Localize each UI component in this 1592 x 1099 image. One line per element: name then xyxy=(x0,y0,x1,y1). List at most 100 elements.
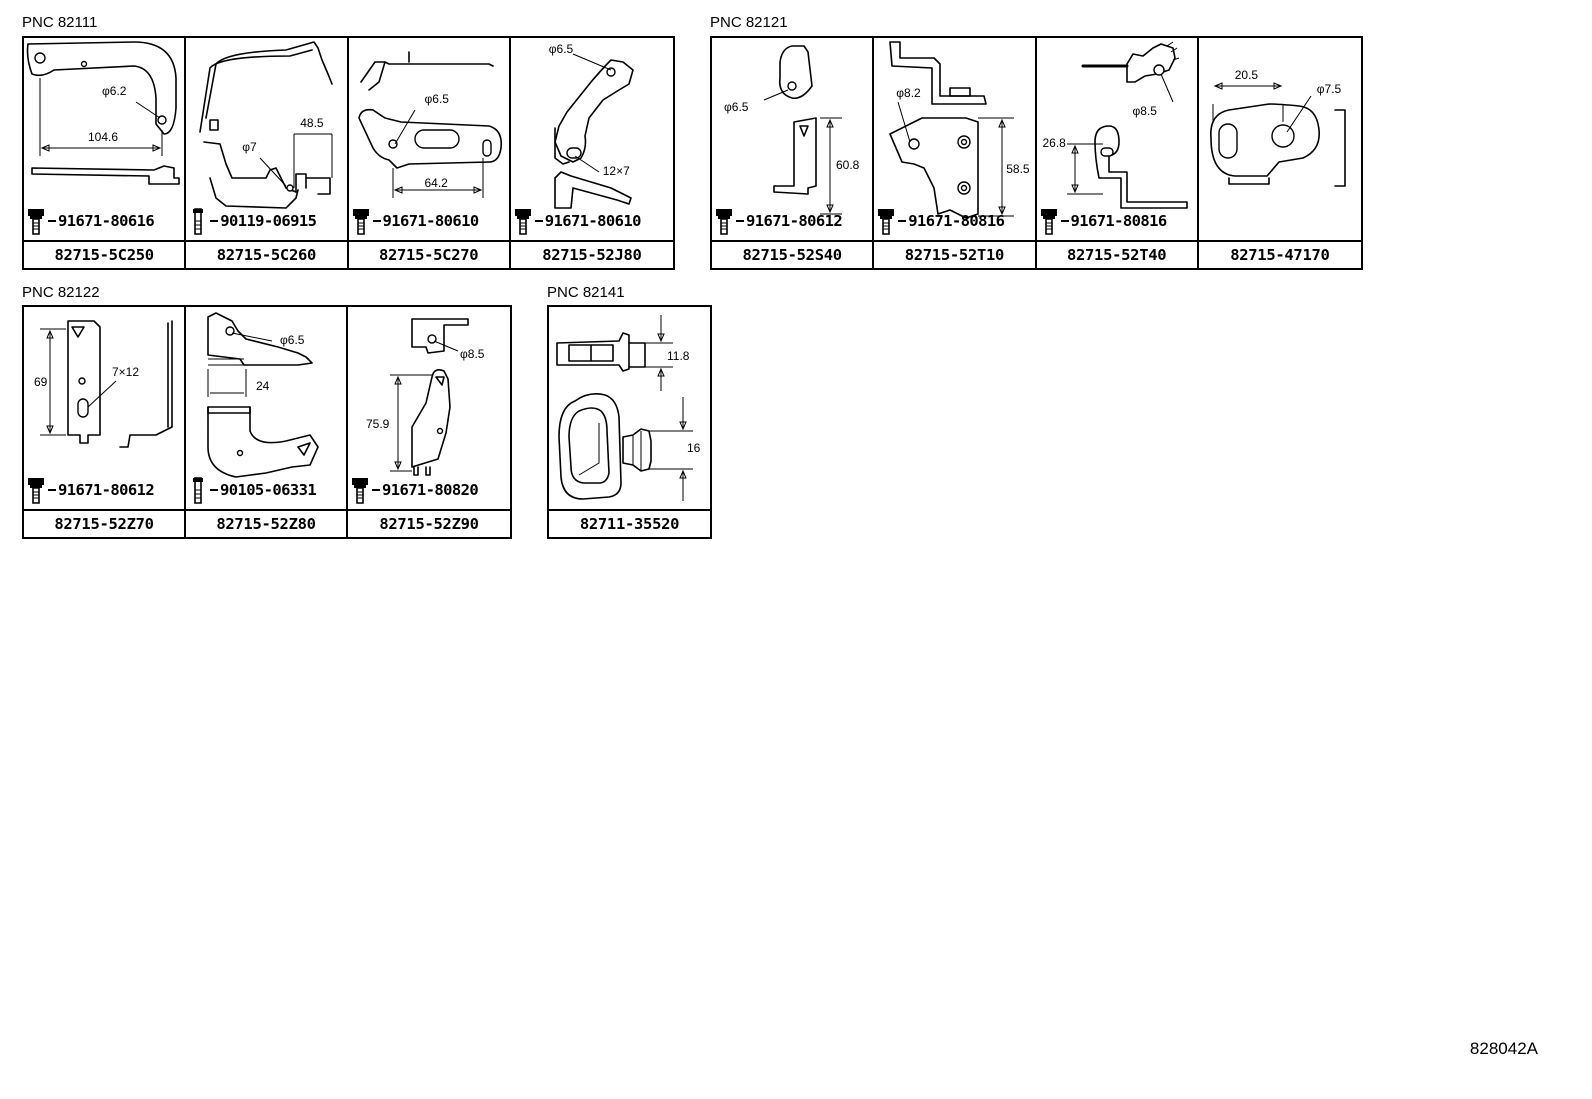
bolt-callout: 90119-06915 xyxy=(188,206,317,236)
bracket-drawing xyxy=(874,38,1035,242)
part-number[interactable]: 82715-5C250 xyxy=(54,246,154,264)
dimension-label: 48.5 xyxy=(300,116,324,130)
dimension-label: φ6.5 xyxy=(280,333,305,347)
dimension-label: φ6.5 xyxy=(424,92,449,106)
bolt-icon xyxy=(352,478,368,504)
part-number[interactable]: 82711-35520 xyxy=(579,515,680,533)
pnc-label: PNC 82121 xyxy=(710,14,788,31)
part-number[interactable]: 82715-5C270 xyxy=(378,246,479,264)
part-cell-82715-52J80[interactable]: φ6.5 12×7 91671-80610 82715-52J80 xyxy=(510,38,673,268)
dimension-label: φ7 xyxy=(242,140,257,154)
bolt-part-number: 90119-06915 xyxy=(220,212,317,230)
clip-drawing xyxy=(549,307,710,511)
part-number-bar: 82715-5C250 xyxy=(24,240,185,268)
part-cell-82715-52S40[interactable]: φ6.5 60.8 91671-80612 82715-52S40 xyxy=(712,38,875,268)
bracket-drawing xyxy=(186,38,347,242)
part-cell-82715-52Z80[interactable]: φ6.5 24 90105-06331 82715-52Z80 xyxy=(186,307,348,537)
part-number-bar: 82711-35520 xyxy=(549,509,710,537)
part-number-bar: 82715-52Z80 xyxy=(186,509,346,537)
dimension-label: 104.6 xyxy=(88,130,119,144)
part-number[interactable]: 82715-52Z80 xyxy=(216,515,316,533)
dimension-label: 11.8 xyxy=(667,349,690,363)
part-cell-82715-52Z90[interactable]: φ8.5 75.9 91671-80820 82715-52Z90 xyxy=(348,307,510,537)
dimension-label: φ6.2 xyxy=(102,84,127,98)
part-number[interactable]: 82715-52S40 xyxy=(742,246,842,264)
bolt-icon xyxy=(193,477,203,504)
dimension-label: 7×12 xyxy=(112,365,140,379)
dimension-label: 24 xyxy=(256,379,270,393)
dimension-label: 26.8 xyxy=(1042,136,1066,150)
bolt-part-number: 91671-80612 xyxy=(58,481,155,499)
bracket-drawing xyxy=(1037,38,1198,242)
leader-line xyxy=(534,220,543,222)
part-cell-82715-5C250[interactable]: φ6.2 104.6 91671-80616 82715-5C250 xyxy=(24,38,187,268)
bolt-icon xyxy=(28,478,44,504)
bolt-callout: 91671-80820 xyxy=(350,475,479,505)
bracket-drawing xyxy=(24,38,185,242)
bracket-drawing xyxy=(349,38,510,242)
part-number-bar: 82715-47170 xyxy=(1198,240,1361,268)
part-cell-82715-5C260[interactable]: 48.5 φ7 90119-06915 82715-5C260 xyxy=(186,38,349,268)
part-cell-82715-52Z70[interactable]: 69 7×12 91671-80612 82715-52Z70 xyxy=(24,307,186,537)
bolt-icon xyxy=(193,208,204,235)
part-number[interactable]: 82715-52Z90 xyxy=(379,515,479,533)
bolt-part-number: 91671-80816 xyxy=(908,212,1005,230)
bolt-part-number: 91671-80610 xyxy=(544,212,642,230)
bracket-drawing xyxy=(186,307,347,511)
bracket-drawing xyxy=(712,38,873,242)
leader-line xyxy=(210,489,218,491)
dimension-label: 20.5 xyxy=(1234,68,1259,82)
dimension-label: φ7.5 xyxy=(1316,82,1342,96)
dimension-label: 75.9 xyxy=(366,417,390,431)
bolt-callout: 90105-06331 xyxy=(188,475,317,505)
part-number-bar: 82715-52T10 xyxy=(874,240,1035,268)
bolt-part-number: 91671-80616 xyxy=(58,212,155,230)
part-cell-82715-47170[interactable]: 20.5 φ7.5 82715-47170 xyxy=(1198,38,1361,268)
bolt-icon xyxy=(514,209,531,235)
part-cell-82711-35520[interactable]: 11.8 16 82711-35520 xyxy=(549,307,710,537)
part-number[interactable]: 82715-52J80 xyxy=(542,246,642,264)
part-number-bar: 82715-5C270 xyxy=(348,240,509,268)
bolt-callout: 91671-80610 xyxy=(513,206,641,236)
parts-grid: φ6.2 104.6 91671-80616 82715-5C250 xyxy=(22,36,675,270)
leader-line xyxy=(1060,220,1069,222)
leader-line xyxy=(372,220,381,222)
dimension-label: 64.2 xyxy=(424,176,448,190)
part-cell-82715-52T40[interactable]: φ8.5 26.8 91671-80816 82715-52T40 xyxy=(1036,38,1199,268)
bolt-callout: 91671-80616 xyxy=(26,206,155,236)
dimension-label: 12×7 xyxy=(602,164,630,178)
part-number[interactable]: 82715-5C260 xyxy=(216,246,317,264)
parts-grid: 69 7×12 91671-80612 82715-52Z70 xyxy=(22,305,512,539)
bolt-part-number: 91671-80816 xyxy=(1070,212,1168,230)
part-number[interactable]: 82715-52T10 xyxy=(904,246,1005,264)
leader-line xyxy=(736,220,744,222)
part-number[interactable]: 82715-52Z70 xyxy=(54,515,154,533)
bracket-drawing xyxy=(24,307,185,511)
dimension-label: 58.5 xyxy=(1006,162,1030,176)
bolt-part-number: 91671-80610 xyxy=(382,212,480,230)
part-cell-82715-52T10[interactable]: φ8.2 58.5 91671-80816 82715-52T10 xyxy=(874,38,1037,268)
part-number[interactable]: 82715-47170 xyxy=(1230,246,1330,264)
part-number-bar: 82715-5C260 xyxy=(186,240,347,268)
part-number-bar: 82715-52S40 xyxy=(712,240,873,268)
dimension-label: 16 xyxy=(687,441,701,455)
bolt-callout: 91671-80612 xyxy=(26,475,155,505)
leader-line xyxy=(372,489,380,491)
part-number-bar: 82715-52J80 xyxy=(510,240,673,268)
part-number-bar: 82715-52Z90 xyxy=(348,509,510,537)
leader-line xyxy=(210,220,219,222)
bolt-icon xyxy=(352,209,369,235)
illustration-code: 828042A xyxy=(1469,1039,1538,1058)
dimension-label: φ8.5 xyxy=(1132,104,1157,118)
leader-line xyxy=(48,489,56,491)
part-number[interactable]: 82715-52T40 xyxy=(1066,246,1167,264)
part-number-bar: 82715-52Z70 xyxy=(24,509,184,537)
parts-grid: φ6.5 60.8 91671-80612 82715-52S40 xyxy=(710,36,1363,270)
part-number-bar: 82715-52T40 xyxy=(1036,240,1197,268)
bracket-drawing xyxy=(511,38,672,242)
pnc-label: PNC 82141 xyxy=(547,284,625,301)
bolt-part-number: 91671-80612 xyxy=(746,212,843,230)
bolt-icon xyxy=(28,209,44,235)
dimension-label: 60.8 xyxy=(836,158,860,172)
part-cell-82715-5C270[interactable]: φ6.5 64.2 91671-80610 82715-5C270 xyxy=(348,38,511,268)
